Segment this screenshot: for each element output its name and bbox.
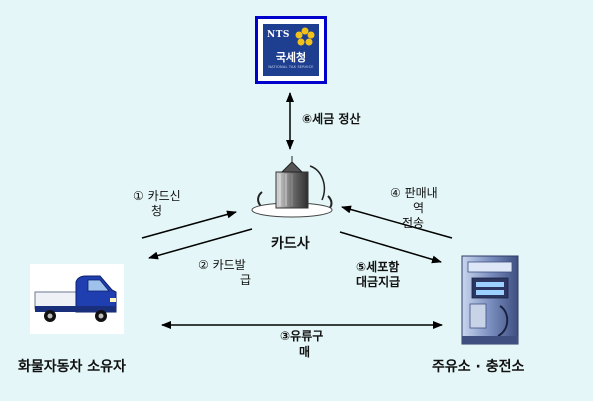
step5-label-line2: 대금지급 [356,275,401,289]
nts-logo-panel: NTS 국세청 NATIONAL TAX SERVICE [263,24,319,76]
step3-label-line2: 매 [299,345,311,359]
nts-logo-name-ko: 국세청 [275,51,307,64]
gas-station-label: 주유소 · 충전소 [432,359,525,375]
step1-label-line1: ① 카드신 [133,189,181,203]
arrow-sales-transmission [341,205,453,239]
arrow-payment [339,231,442,264]
step2-label-line2: 급 [240,273,252,287]
nts-logo: NTS 국세청 NATIONAL TAX SERVICE [255,16,327,84]
flower-emblem-icon [295,27,315,46]
step5-label-line1: ⑤세포함 [356,260,400,274]
arrow-card-application [141,210,237,239]
nts-logo-abbr: NTS [267,30,290,40]
step6-label: ⑥세금 정산 [302,112,361,126]
truck-owner-label: 화물자동차 소유자 [18,359,126,375]
step3-label-line1: ③유류구 [280,329,324,343]
arrow-card-issuance [148,228,253,260]
step2-label-line1: ② 카드발 [198,258,246,272]
step4-label-line1: ④ 판매내 [390,186,438,200]
step4-label-line3: 전송 [402,216,425,230]
step4-label-line2: 역 [413,201,425,215]
gas-pump-icon [461,255,519,345]
step1-label-line2: 청 [151,204,163,218]
nts-logo-name-en: NATIONAL TAX SERVICE [268,65,314,69]
card-company-label: 카드사 [271,236,310,252]
building-icon [251,156,333,218]
truck-icon [30,264,124,334]
